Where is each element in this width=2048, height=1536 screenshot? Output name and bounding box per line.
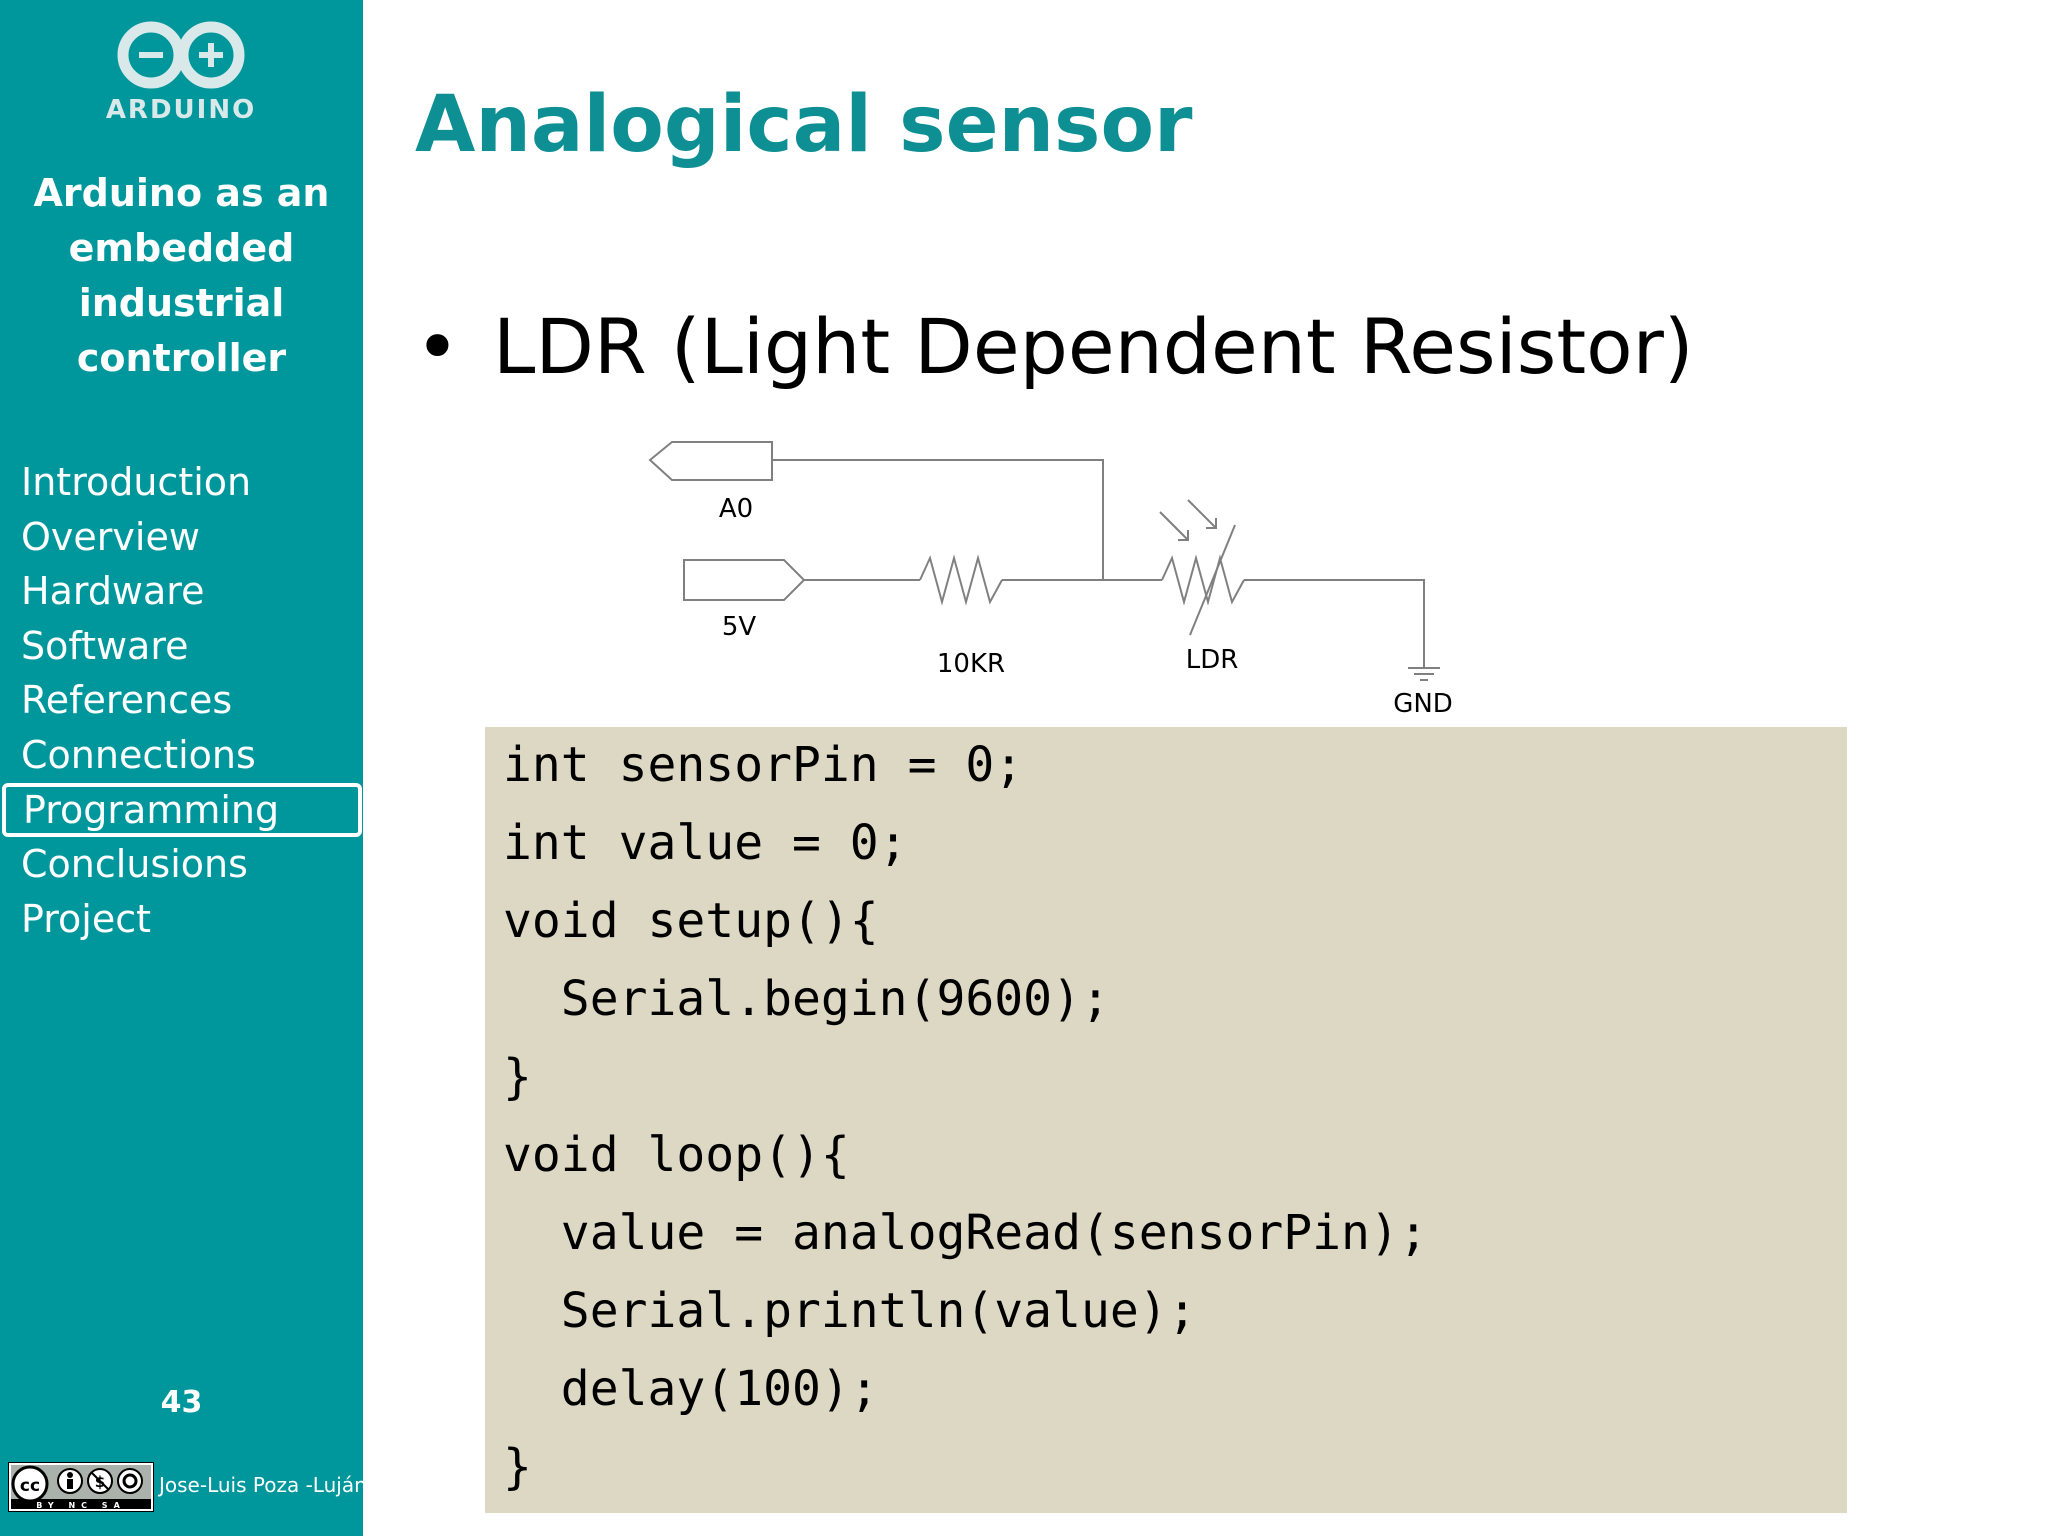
author-name: Jose-Luis Poza -Luján <box>159 1473 367 1497</box>
code-line: value = analogRead(sensorPin); <box>503 1205 1428 1261</box>
course-title-line: Arduino as an <box>33 171 330 215</box>
nav-item-overview[interactable]: Overview <box>21 514 200 559</box>
code-line: } <box>503 1049 532 1105</box>
code-line: void setup(){ <box>503 893 879 949</box>
license-text: BY NC SA <box>36 1501 126 1510</box>
nav-item-introduction[interactable]: Introduction <box>21 460 252 504</box>
label-10kr: 10KR <box>937 649 1005 679</box>
course-title-line: embedded <box>68 226 295 270</box>
5v-connector <box>683 559 806 601</box>
bullet-dot: • <box>415 302 460 391</box>
nav-item-references[interactable]: References <box>21 678 233 723</box>
nav-item-connections[interactable]: Connections <box>21 732 256 777</box>
code-line: int value = 0; <box>503 815 908 871</box>
code-block: int sensorPin = 0; int value = 0; void s… <box>485 727 1847 1513</box>
course-title-line: controller <box>76 336 287 380</box>
label-gnd: GND <box>1393 689 1453 719</box>
cc-icon <box>11 1465 49 1503</box>
resistor-10kr <box>919 554 1003 606</box>
sa-icon <box>117 1468 143 1494</box>
sidebar: ARDUINO Arduino as an embedded industria… <box>0 0 367 1536</box>
bullet-text: LDR (Light Dependent Resistor) <box>493 302 1694 391</box>
label-5v: 5V <box>722 612 757 642</box>
nav-item-hardware[interactable]: Hardware <box>21 569 205 614</box>
ldr-symbol <box>1161 554 1245 606</box>
a0-connector <box>648 441 773 481</box>
course-title: Arduino as an embedded industrial contro… <box>0 166 363 386</box>
svg-text:cc: cc <box>20 1476 40 1496</box>
creative-commons-license-badge: cc $ BY NC SA <box>8 1462 154 1512</box>
code-line: Serial.println(value); <box>503 1283 1197 1339</box>
arduino-logo: ARDUINO <box>106 21 256 125</box>
code-line: delay(100); <box>503 1361 879 1417</box>
page-number: 43 <box>160 1385 203 1420</box>
bullet-item: • LDR (Light Dependent Resistor) <box>415 302 1694 391</box>
code-line: } <box>503 1439 532 1495</box>
ldr-circuit-diagram: A0 5V 10KR LDR GND <box>648 441 1453 719</box>
nav-item-software[interactable]: Software <box>21 623 189 668</box>
nav-item-programming[interactable]: Programming <box>2 782 362 838</box>
logo-text: ARDUINO <box>106 95 256 125</box>
label-ldr: LDR <box>1186 645 1239 675</box>
label-a0: A0 <box>719 494 753 524</box>
code-line: Serial.begin(9600); <box>503 971 1110 1027</box>
code-line: int sensorPin = 0; <box>503 737 1024 793</box>
nav-item-conclusions[interactable]: Conclusions <box>21 842 248 887</box>
nav-item-project[interactable]: Project <box>21 896 152 941</box>
course-title-line: industrial <box>78 281 285 325</box>
slide-title: Analogical sensor <box>415 80 1193 170</box>
section-nav: Introduction Overview Hardware Software … <box>0 455 363 946</box>
code-line: void loop(){ <box>503 1127 850 1183</box>
